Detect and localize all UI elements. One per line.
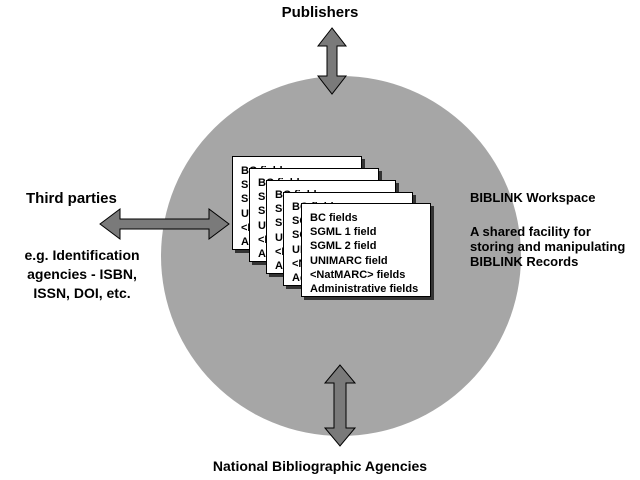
- field-item: BC fields: [310, 212, 358, 224]
- field-item: SGML 1 field: [310, 226, 377, 239]
- publishers-label: Publishers: [281, 4, 359, 21]
- workspace-title: BIBLINK Workspace: [470, 190, 596, 205]
- third-parties-note: e.g. Identification agencies - ISBN, ISS…: [24, 247, 140, 301]
- field-item: UNIMARC field: [310, 254, 388, 267]
- agencies-arrow: [323, 364, 357, 447]
- publishers-arrow: [316, 27, 348, 95]
- agencies-label: National Bibliographic Agencies: [212, 458, 428, 474]
- workspace-description: A shared facility for storing and manipu…: [470, 224, 626, 269]
- field-item: SGML 2 field: [310, 240, 377, 253]
- field-item: <NatMARC> fields: [310, 268, 406, 281]
- third-parties-arrow: [99, 208, 230, 240]
- third-parties-label: Third parties: [26, 190, 117, 207]
- field-item: Administrative fields: [310, 283, 419, 296]
